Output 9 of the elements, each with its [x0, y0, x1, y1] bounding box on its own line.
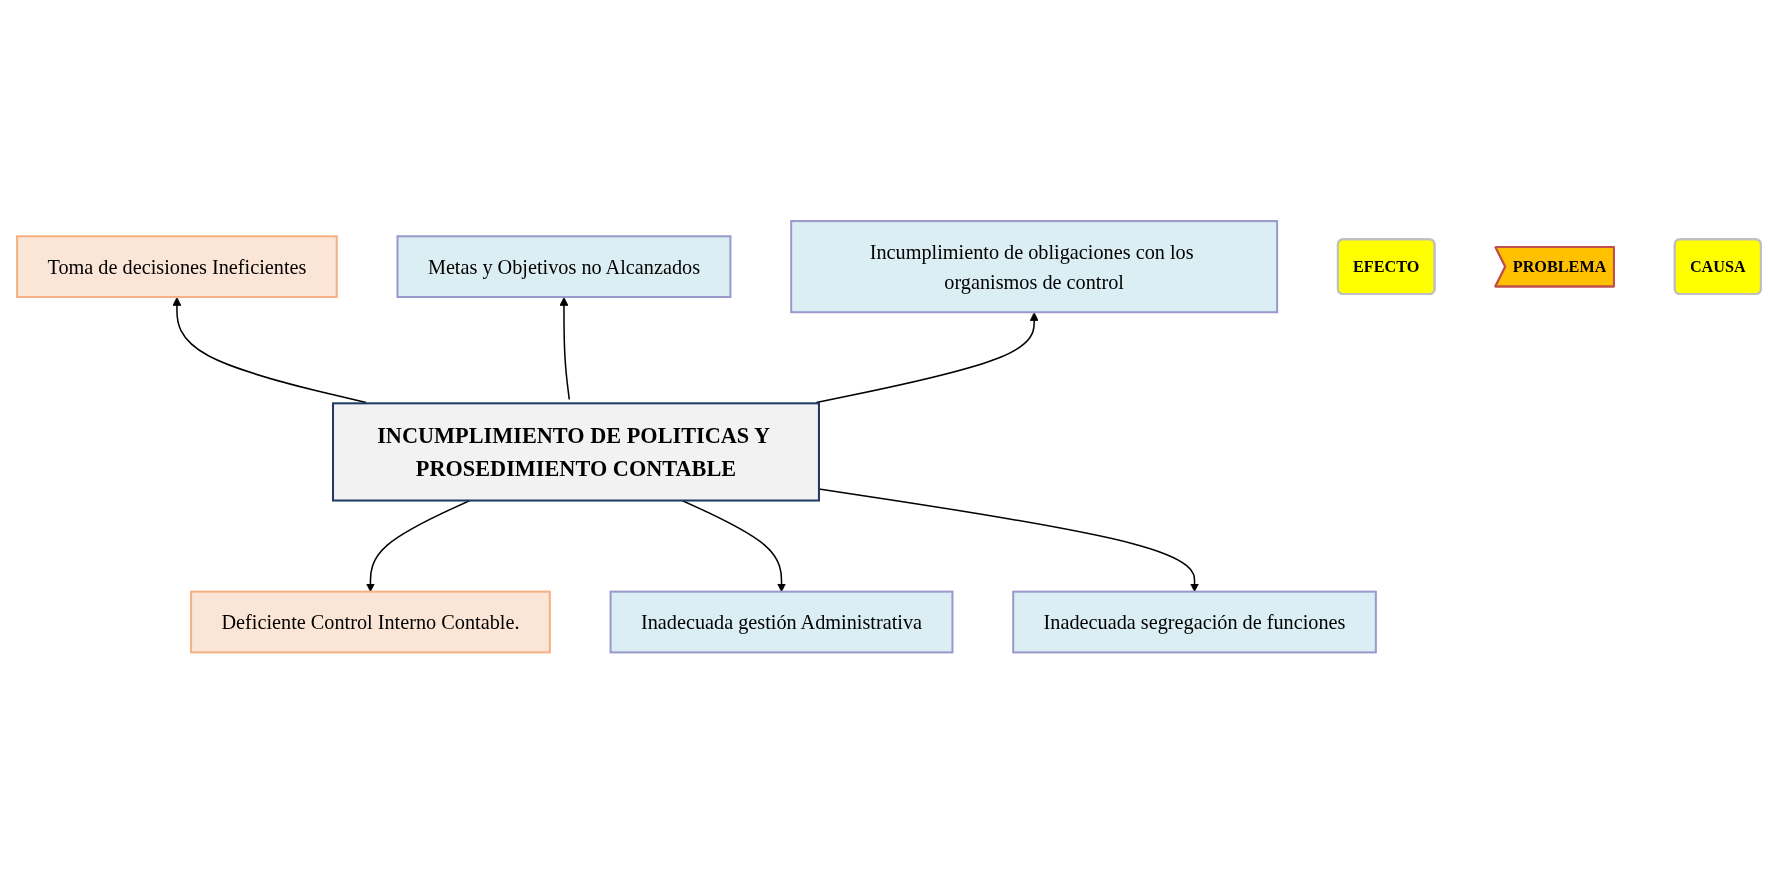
node-box: Toma de decisiones Ineficientes [16, 235, 338, 299]
node-box: Incumplimiento de obligaciones con los organismos de control [790, 220, 1279, 314]
node-box: Inadecuada gestión Administrativa [609, 590, 954, 654]
node-box: Deficiente Control Interno Contable. [190, 590, 551, 654]
node-box: INCUMPLIMIENTO DE POLITICAS Y PROSEDIMIENTO CONTABLE [332, 402, 820, 502]
arrow [815, 312, 1039, 404]
node-box: Inadecuada segregación de funciones [1012, 590, 1377, 654]
arrow [559, 297, 571, 401]
node-box: Metas y Objetivos no Alcanzados [396, 235, 732, 299]
